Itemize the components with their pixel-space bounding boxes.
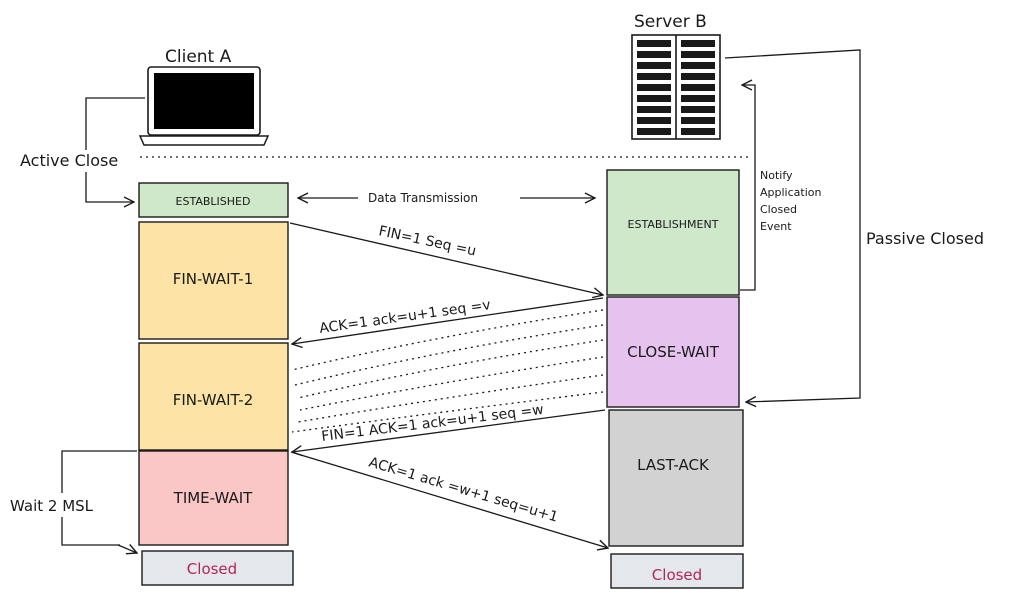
dotted-flow-line [294,324,604,386]
rack-slot [637,40,671,47]
server-state-last-ack [608,409,744,547]
rack-slot [681,106,715,113]
rack-slot [681,95,715,102]
server-icon [631,34,721,140]
client-state-closed-label: Closed [187,560,237,578]
server-state-establishment-label: ESTABLISHMENT [628,218,719,231]
rack-slot [637,62,671,69]
client-state-established [138,182,289,218]
rack-slot [681,128,715,135]
client-label: Client A [165,47,232,67]
dotted-flow-line [297,374,604,423]
dotted-flow-line [291,309,604,371]
active-close-label: Active Close [20,151,118,170]
rack-slot [637,73,671,80]
data-transmission-label: Data Transmission [368,191,478,205]
client-state-time-wait [138,450,289,546]
client-state-time-wait-label: TIME-WAIT [173,489,254,507]
client-state-fin-wait-1-label: FIN-WAIT-1 [173,270,254,288]
rack-slot [681,40,715,47]
client-state-fin-wait-1 [138,221,289,340]
client-state-established-label: ESTABLISHED [176,195,251,208]
rack-slot [637,51,671,58]
server-state-last-ack-label: LAST-ACK [637,456,710,474]
ack1-label: ACK=1 ack=u+1 seq =v [318,297,491,337]
wait-msl-arrow [117,545,137,553]
passive-close-bracket [724,49,861,402]
notify-bracket [740,85,756,291]
rack-slot [681,62,715,69]
wait-msl-label-bg [8,493,130,517]
notify-label-1: Notify [760,169,793,182]
dotted-flow-line [291,391,604,433]
rack-slot [681,73,715,80]
active-close-bracket [85,97,145,150]
rack-slot [637,117,671,124]
notify-label-3: Closed [760,203,797,216]
fin1-arrow [289,222,603,295]
server-state-closed-label: Closed [652,566,702,584]
active-close-arrow [85,172,134,202]
notify-label-2: Application [760,186,821,199]
dotted-flow-line [299,356,604,411]
server-state-closed [610,553,744,589]
server-state-establishment [606,169,740,296]
rack-slot [637,106,671,113]
fin2-label: FIN=1 ACK=1 ack=u+1 seq =w [321,402,545,445]
rack-slot [637,84,671,91]
laptop-icon [138,66,270,146]
client-state-fin-wait-2-label: FIN-WAIT-2 [173,391,254,409]
rack-slot [637,95,671,102]
rack-slot [681,84,715,91]
server-state-close-wait-label: CLOSE-WAIT [627,343,720,361]
client-state-fin-wait-2 [138,342,289,451]
notify-label-4: Event [760,220,792,233]
fin2-arrow [292,409,606,452]
dotted-flow-lines [291,309,604,433]
dotted-flow-line [297,339,604,399]
rack-slot [681,117,715,124]
passive-closed-label: Passive Closed [866,229,984,248]
rack-slot [681,51,715,58]
ack2-arrow [290,451,608,548]
client-state-closed [141,550,294,586]
ack1-arrow [292,297,604,344]
ack2-label: ACK=1 ack =w+1 seq=u+1 [367,454,560,525]
wait-msl-label: Wait 2 MSL [10,497,94,515]
server-label: Server B [634,12,707,32]
server-state-close-wait [606,296,740,408]
rack-slot [637,128,671,135]
